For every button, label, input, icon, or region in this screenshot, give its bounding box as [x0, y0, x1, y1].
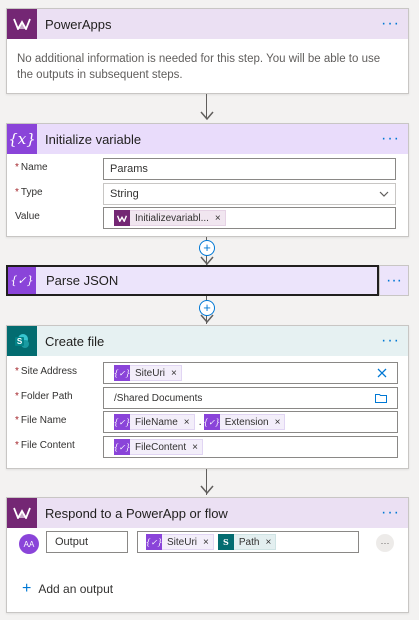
insert-step-button[interactable]: + [199, 240, 215, 256]
file-content-input[interactable]: {✓} FileContent × [103, 436, 398, 458]
output-more-button[interactable]: ··· [376, 534, 394, 552]
filecontent-token[interactable]: {✓} FileContent × [114, 439, 203, 455]
type-label: *Type [15, 187, 43, 198]
folder-path-label: *Folder Path [15, 391, 73, 402]
token-label: Path [238, 536, 260, 548]
output-value-input[interactable]: {✓} SiteUri × S Path × [137, 531, 359, 553]
avatar: AA [19, 534, 39, 554]
add-output-label: Add an output [38, 582, 114, 596]
token-label: Extension [224, 416, 269, 428]
token-remove-icon[interactable]: × [214, 212, 221, 224]
initialize-variable-title: Initialize variable [45, 131, 142, 147]
type-dropdown[interactable]: String [103, 183, 396, 205]
arrow-down-icon [200, 485, 214, 495]
powerapps-icon [7, 498, 37, 528]
add-output-button[interactable]: + Add an output [22, 580, 113, 598]
insert-step-button[interactable]: + [199, 300, 215, 316]
value-input[interactable]: Initializevariabl... × [103, 207, 396, 229]
name-value: Params [110, 163, 148, 175]
parse-json-more-button[interactable]: ··· [379, 265, 409, 296]
powerapps-info-text: No additional information is needed for … [17, 53, 381, 81]
variable-token-icon: {✓} [146, 534, 162, 550]
file-content-label: *File Content [15, 440, 75, 451]
respond-card-header[interactable]: Respond to a PowerApp or flow ··· [7, 498, 408, 528]
respond-more-button[interactable]: ··· [381, 504, 400, 521]
type-value: String [110, 188, 139, 200]
sharepoint-icon: S [7, 326, 37, 356]
powerapps-icon [7, 9, 37, 39]
powerapps-card-title: PowerApps [45, 16, 112, 32]
token-label: SiteUri [167, 536, 198, 548]
chevron-down-icon [379, 191, 389, 197]
sharepoint-token-icon: S [217, 534, 234, 550]
token-remove-icon[interactable]: × [274, 416, 281, 428]
arrow-down-icon [200, 256, 214, 266]
respond-to-powerapp-card[interactable]: Respond to a PowerApp or flow ··· [6, 497, 409, 613]
powerapps-more-button[interactable]: ··· [381, 15, 400, 32]
site-address-input[interactable]: {✓} SiteUri × [103, 362, 398, 384]
token-remove-icon[interactable]: × [203, 536, 209, 548]
path-token[interactable]: S Path × [217, 534, 277, 550]
token-remove-icon[interactable]: × [183, 416, 190, 428]
file-name-row: *File Name {✓} FileName × . {✓} Extensio… [7, 411, 408, 433]
clear-icon[interactable] [377, 368, 387, 378]
value-label: Value [15, 211, 40, 222]
extension-token[interactable]: {✓} Extension × [203, 414, 286, 430]
token-remove-icon[interactable]: × [265, 536, 272, 548]
filename-token[interactable]: {✓} FileName × [114, 414, 195, 430]
token-label: Initializevariabl... [135, 212, 209, 224]
powerapps-card-header[interactable]: PowerApps ··· [7, 9, 408, 39]
folder-path-input[interactable]: /Shared Documents [103, 387, 398, 409]
token-remove-icon[interactable]: × [192, 441, 198, 453]
arrow-down-icon [200, 111, 214, 121]
variable-icon: {x} [7, 124, 37, 154]
connector-line [206, 94, 207, 118]
initialize-variable-header[interactable]: {x} Initialize variable ··· [7, 124, 408, 154]
plus-icon: + [22, 580, 32, 597]
file-content-row: *File Content {✓} FileContent × [7, 436, 408, 458]
token-label: FileContent [135, 441, 187, 453]
file-name-separator: . [198, 416, 202, 428]
token-label: FileName [135, 416, 178, 428]
siteuri-token[interactable]: {✓} SiteUri × [114, 365, 182, 381]
parse-json-title: Parse JSON [46, 273, 119, 288]
site-address-row: *Site Address {✓} SiteUri × [7, 362, 408, 384]
arrow-down-icon [200, 314, 214, 324]
respond-card-title: Respond to a PowerApp or flow [45, 505, 228, 521]
token-remove-icon[interactable]: × [171, 367, 177, 379]
variable-token-icon: {✓} [114, 365, 130, 381]
initialize-variable-more-button[interactable]: ··· [381, 130, 400, 147]
variable-token-icon: {✓} [114, 414, 130, 430]
siteuri-token[interactable]: {✓} SiteUri × [146, 534, 214, 550]
powerapps-token-icon [114, 210, 130, 226]
dynamic-content-token[interactable]: Initializevariabl... × [114, 210, 226, 226]
token-label: SiteUri [135, 367, 166, 379]
output-name-input[interactable]: Output [46, 531, 128, 553]
parse-json-card[interactable]: {✓} Parse JSON [6, 265, 379, 296]
folder-path-row: *Folder Path /Shared Documents [7, 387, 408, 409]
output-name-value: Output [55, 536, 89, 548]
file-name-label: *File Name [15, 415, 67, 426]
initialize-variable-card[interactable]: {x} Initialize variable ··· *Name Params… [6, 123, 409, 237]
name-label: *Name [15, 162, 48, 173]
value-field-row: Value Initializevariabl... × [7, 207, 408, 229]
file-name-input[interactable]: {✓} FileName × . {✓} Extension × [103, 411, 398, 433]
create-file-header[interactable]: S Create file ··· [7, 326, 408, 356]
create-file-more-button[interactable]: ··· [381, 332, 400, 349]
parse-json-icon: {✓} [8, 267, 36, 294]
folder-path-value: /Shared Documents [114, 392, 203, 404]
connector-line [206, 469, 207, 495]
type-field-row: *Type String [7, 183, 408, 205]
create-file-card[interactable]: S Create file ··· *Site Address {✓} Site… [6, 325, 409, 469]
svg-text:S: S [17, 337, 23, 346]
site-address-label: *Site Address [15, 366, 78, 377]
name-input[interactable]: Params [103, 158, 396, 180]
powerapps-trigger-card[interactable]: PowerApps ··· No additional information … [6, 8, 409, 94]
variable-token-icon: {✓} [203, 414, 220, 430]
folder-icon[interactable] [375, 393, 387, 403]
create-file-title: Create file [45, 333, 105, 349]
variable-token-icon: {✓} [114, 439, 130, 455]
name-field-row: *Name Params [7, 158, 408, 180]
